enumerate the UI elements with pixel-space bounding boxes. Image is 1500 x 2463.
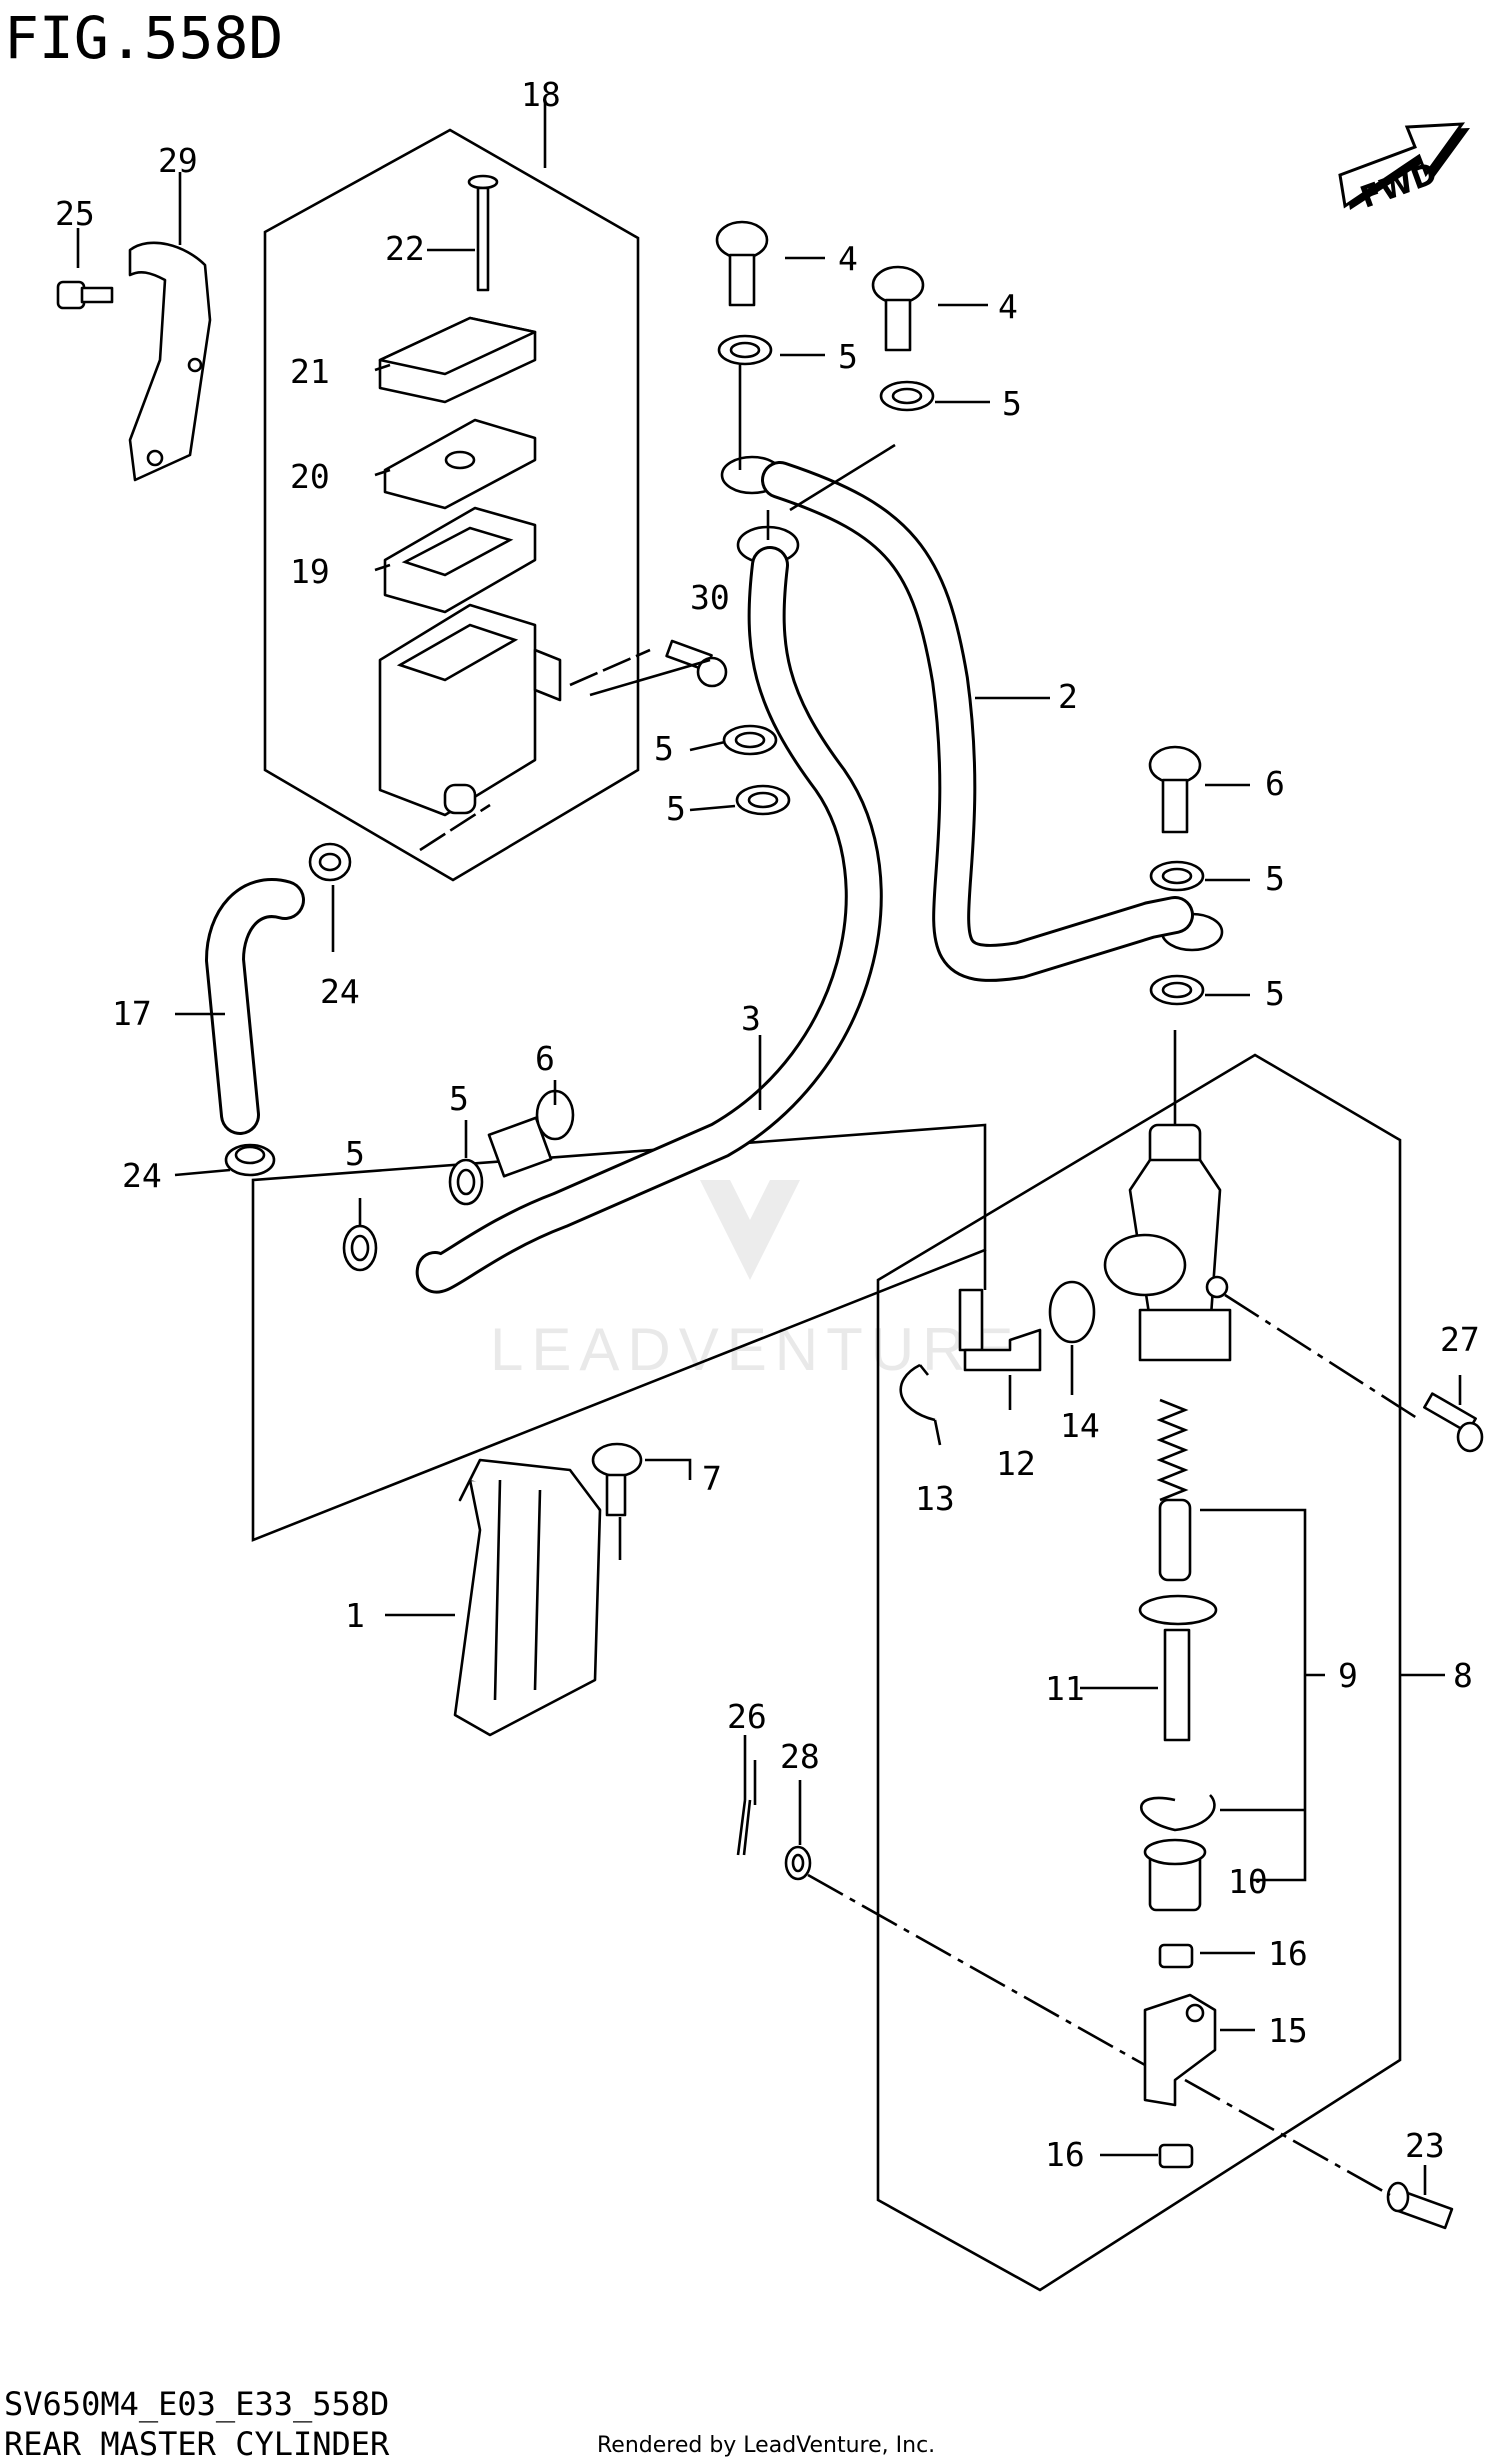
callout-5-b: 5 (1002, 384, 1022, 423)
part-12-fitting (958, 1288, 1042, 1372)
reservoir-body (378, 603, 562, 817)
part-1-cover (453, 1458, 602, 1737)
callout-22: 22 (385, 229, 425, 268)
callout-16-upper: 16 (1268, 1934, 1308, 1973)
part-3-brake-hose (415, 546, 883, 1294)
spring (1156, 1398, 1189, 1502)
callout-17: 17 (112, 994, 152, 1033)
part-14-o-ring (1048, 1280, 1096, 1344)
part-22-screw (467, 174, 499, 292)
part-5-washer-4 (735, 784, 791, 816)
part-5-washer-5 (1149, 860, 1205, 892)
part-17-reservoir-hose (204, 878, 305, 1135)
callout-7: 7 (702, 1459, 722, 1498)
callout-15: 15 (1268, 2011, 1308, 2050)
callout-4-right: 4 (998, 287, 1018, 326)
part-9-piston-kit (1138, 1498, 1218, 1912)
callout-1: 1 (345, 1596, 365, 1635)
callout-9: 9 (1338, 1656, 1358, 1695)
part-26-cotter-pin (736, 1799, 752, 1856)
callout-12: 12 (996, 1444, 1036, 1483)
part-8-master-cylinder-body (1103, 1123, 1232, 1362)
callout-6-right: 6 (1265, 764, 1285, 803)
diagram-title: REAR MASTER CYLINDER (4, 2425, 390, 2463)
part-6-union-bolt-right (1148, 745, 1202, 834)
callout-5-a: 5 (838, 337, 858, 376)
part-16-nut-upper (1158, 1943, 1194, 1969)
part-29-bracket (128, 241, 212, 482)
callout-24-lower: 24 (122, 1156, 162, 1195)
part-20-plate (383, 418, 537, 510)
part-24-clamp-upper (308, 842, 352, 882)
model-code: SV650M4_E03_E33_558D (4, 2385, 389, 2423)
callout-19: 19 (290, 552, 330, 591)
callout-5-c: 5 (654, 729, 674, 768)
callout-labels: 18 29 25 22 21 20 19 4 4 5 5 30 5 5 2 6 … (55, 75, 1480, 2174)
part-5-washer-2 (879, 380, 935, 412)
part-16-nut-lower (1158, 2143, 1194, 2169)
master-cylinder-group-outline (876, 1053, 1402, 2292)
callout-27: 27 (1440, 1320, 1480, 1359)
part-13-circlip (899, 1363, 936, 1422)
callout-23: 23 (1405, 2126, 1445, 2165)
part-5-washer-7 (448, 1158, 484, 1206)
part-6-union-bolt-left (487, 1089, 575, 1178)
callout-16-lower: 16 (1045, 2135, 1085, 2174)
part-7-screw (591, 1442, 643, 1517)
render-credit: Rendered by LeadVenture, Inc. (597, 2433, 935, 2458)
part-2-brake-hose (761, 461, 1194, 982)
leader-lines (76, 100, 1462, 2197)
callout-8: 8 (1453, 1656, 1473, 1695)
callout-5-f: 5 (1265, 974, 1285, 1013)
part-28-washer (784, 1845, 812, 1881)
part-4-union-bolt-right (871, 265, 925, 352)
callout-11: 11 (1045, 1669, 1085, 1708)
callout-21: 21 (290, 352, 330, 391)
fwd-arrow-icon: FWD (1338, 122, 1470, 216)
watermark-text: LEADVENTURE (490, 1316, 1021, 1383)
part-24-clamp-lower (224, 1143, 276, 1177)
callout-10: 10 (1228, 1862, 1268, 1901)
callout-30: 30 (690, 578, 730, 617)
callout-6-left: 6 (535, 1039, 555, 1078)
callout-4-left: 4 (838, 239, 858, 278)
callout-24-upper: 24 (320, 972, 360, 1011)
callout-20: 20 (290, 457, 330, 496)
part-5-washer-1 (717, 334, 773, 366)
callout-5-g: 5 (449, 1079, 469, 1118)
callout-5-e: 5 (1265, 859, 1285, 898)
callout-29: 29 (158, 141, 198, 180)
callout-28: 28 (780, 1737, 820, 1776)
callout-5-d: 5 (666, 789, 686, 828)
callout-14: 14 (1060, 1406, 1100, 1445)
part-5-washer-6 (1149, 974, 1205, 1006)
part-5-washer-3 (722, 724, 778, 756)
part-21-reservoir-cap (378, 316, 537, 404)
part-19-diaphragm (383, 506, 537, 614)
part-4-union-bolt-left (715, 220, 769, 307)
part-27-bolt (1423, 1392, 1484, 1453)
callout-18: 18 (521, 75, 561, 114)
figure-title: FIG.558D (4, 4, 283, 72)
callout-5-h: 5 (345, 1134, 365, 1173)
callout-13: 13 (915, 1479, 955, 1518)
callout-26: 26 (727, 1697, 767, 1736)
part-23-pin (1386, 2181, 1454, 2230)
reservoir-group-outline (263, 128, 640, 882)
part-15-clevis (1143, 1993, 1217, 2107)
hose-group-outline (251, 1123, 987, 1542)
callout-3: 3 (741, 999, 761, 1038)
callout-25: 25 (55, 194, 95, 233)
callout-2: 2 (1058, 677, 1078, 716)
part-5-washer-8 (342, 1224, 378, 1272)
part-25-bolt (56, 280, 114, 310)
